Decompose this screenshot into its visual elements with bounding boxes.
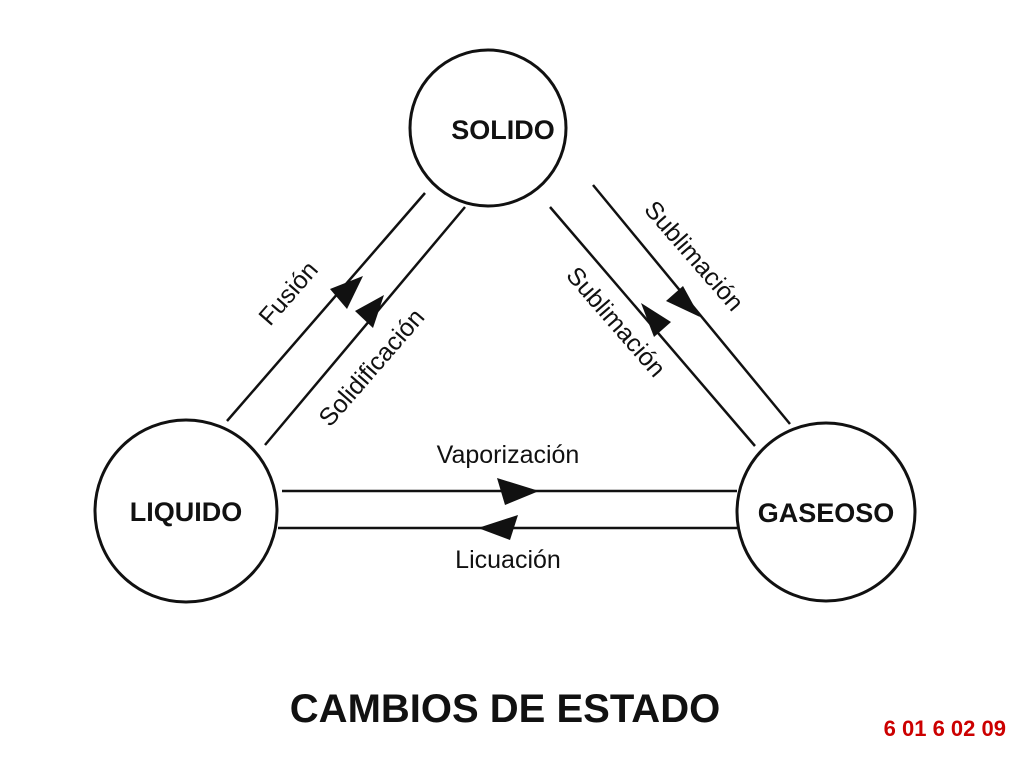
node-liquid-label: LIQUIDO: [130, 497, 243, 527]
edge-solid-liquid: [226, 192, 466, 446]
fusion-line: [226, 192, 426, 422]
edge-liquid-gas: [278, 478, 737, 540]
vaporization-label: Vaporización: [437, 441, 580, 469]
liquefaction-arrow-icon: [478, 515, 518, 540]
sublimation-to-gas-label: Sublimación: [638, 196, 748, 317]
node-liquid: LIQUIDO: [93, 418, 279, 604]
fusion-label: Fusión: [253, 256, 323, 331]
node-solid: SOLIDO: [408, 48, 568, 208]
solidification-line: [264, 206, 466, 446]
footer-date: 6 01 6 02 09: [884, 716, 1006, 741]
node-gas: GASEOSO: [735, 421, 917, 603]
edge-solid-gas: [549, 184, 791, 447]
node-solid-label: SOLIDO: [451, 115, 555, 145]
vaporization-arrow-icon: [497, 478, 539, 505]
diagram-title: CAMBIOS DE ESTADO: [290, 687, 720, 731]
fusion-arrow-icon: [330, 276, 363, 309]
solidification-arrow-icon: [355, 295, 384, 328]
node-gas-label: GASEOSO: [758, 498, 895, 528]
sublimation-to-gas-arrow-icon: [666, 286, 700, 317]
sublimation-to-solid-arrow-icon: [641, 303, 671, 337]
liquefaction-label: Licuación: [455, 546, 561, 574]
